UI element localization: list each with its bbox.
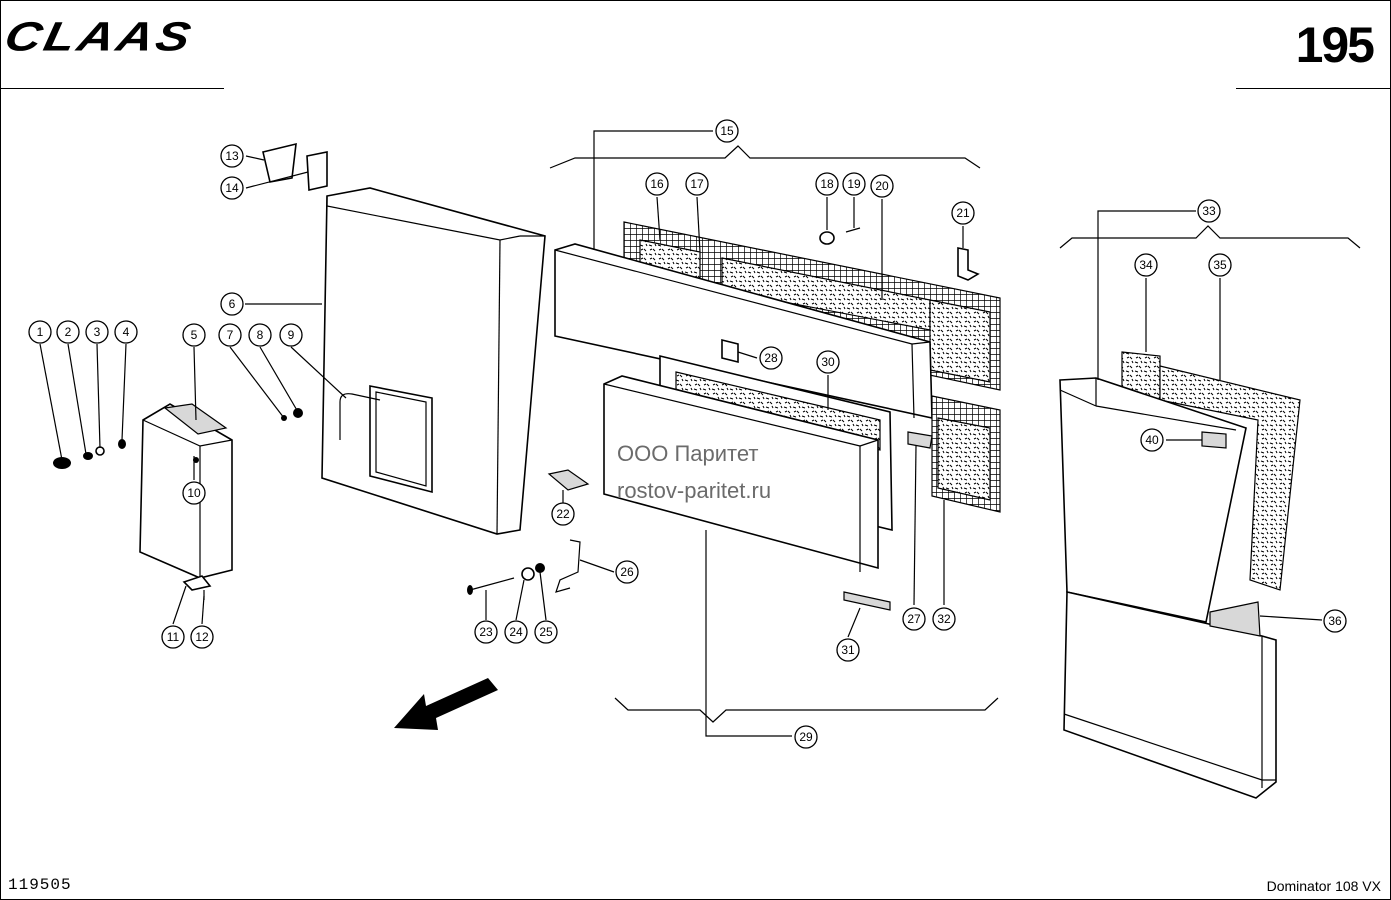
svg-text:4: 4 bbox=[123, 325, 130, 339]
svg-text:7: 7 bbox=[227, 328, 234, 342]
svg-text:31: 31 bbox=[841, 643, 855, 657]
leader-lines bbox=[39, 130, 1361, 737]
callout-24: 24 bbox=[504, 620, 528, 644]
callout-23: 23 bbox=[474, 620, 498, 644]
svg-text:15: 15 bbox=[720, 124, 734, 138]
callout-26: 26 bbox=[615, 560, 639, 584]
svg-text:28: 28 bbox=[764, 351, 778, 365]
callout-21: 21 bbox=[951, 201, 975, 225]
svg-text:10: 10 bbox=[187, 486, 201, 500]
callout-8: 8 bbox=[248, 323, 272, 347]
callout-9: 9 bbox=[279, 323, 303, 347]
svg-text:1: 1 bbox=[37, 325, 44, 339]
page-number-underline bbox=[1236, 88, 1391, 89]
callout-10: 10 bbox=[182, 481, 206, 505]
svg-text:3: 3 bbox=[94, 325, 101, 339]
svg-text:24: 24 bbox=[509, 625, 523, 639]
svg-text:30: 30 bbox=[821, 355, 835, 369]
callout-16: 16 bbox=[645, 172, 669, 196]
callout-31: 31 bbox=[836, 638, 860, 662]
callout-15: 15 bbox=[715, 119, 739, 143]
callout-6: 6 bbox=[220, 292, 244, 316]
logo-underline bbox=[0, 88, 224, 89]
svg-text:33: 33 bbox=[1202, 204, 1216, 218]
callout-40: 40 bbox=[1140, 428, 1164, 452]
callout-28: 28 bbox=[759, 346, 783, 370]
callout-18: 18 bbox=[815, 172, 839, 196]
svg-text:26: 26 bbox=[620, 565, 634, 579]
svg-text:16: 16 bbox=[650, 177, 664, 191]
model-name: Dominator 108 VX bbox=[1266, 878, 1381, 894]
callout-14: 14 bbox=[220, 176, 244, 200]
callout-5: 5 bbox=[182, 323, 206, 347]
svg-text:36: 36 bbox=[1328, 614, 1342, 628]
svg-text:18: 18 bbox=[820, 177, 834, 191]
lower-mesh-filter bbox=[931, 395, 1001, 513]
callout-29: 29 bbox=[794, 725, 818, 749]
callout-1: 1 bbox=[28, 320, 52, 344]
lower-front-panel bbox=[603, 375, 879, 572]
svg-text:11: 11 bbox=[167, 630, 180, 644]
svg-text:19: 19 bbox=[847, 177, 861, 191]
watermark-company: ООО Паритет bbox=[617, 441, 759, 466]
svg-text:29: 29 bbox=[799, 730, 813, 744]
svg-text:27: 27 bbox=[907, 612, 921, 626]
svg-text:23: 23 bbox=[479, 625, 493, 639]
svg-text:13: 13 bbox=[225, 149, 239, 163]
svg-text:14: 14 bbox=[225, 181, 239, 195]
callout-35: 35 bbox=[1208, 253, 1232, 277]
svg-text:2: 2 bbox=[65, 325, 72, 339]
bolt-and-washers bbox=[53, 439, 126, 469]
callout-34: 34 bbox=[1134, 253, 1158, 277]
direction-arrow bbox=[394, 678, 498, 730]
svg-text:22: 22 bbox=[556, 507, 570, 521]
large-side-panel bbox=[262, 142, 546, 535]
svg-text:34: 34 bbox=[1139, 258, 1153, 272]
callout-4: 4 bbox=[114, 320, 138, 344]
callout-12: 12 bbox=[190, 625, 214, 649]
callout-36: 36 bbox=[1323, 609, 1347, 633]
clip bbox=[182, 575, 212, 600]
callout-30: 30 bbox=[816, 350, 840, 374]
callout-11: 11 bbox=[161, 625, 185, 649]
svg-text:20: 20 bbox=[875, 179, 889, 193]
drawing-number: 119505 bbox=[8, 876, 72, 894]
callout-33: 33 bbox=[1197, 199, 1221, 223]
callout-25: 25 bbox=[534, 620, 558, 644]
callout-32: 32 bbox=[932, 607, 956, 631]
callout-27: 27 bbox=[902, 607, 926, 631]
svg-text:5: 5 bbox=[191, 328, 198, 342]
svg-text:12: 12 bbox=[195, 630, 209, 644]
svg-text:9: 9 bbox=[288, 328, 295, 342]
callout-19: 19 bbox=[842, 172, 866, 196]
svg-text:8: 8 bbox=[257, 328, 264, 342]
bolt-set bbox=[467, 539, 581, 595]
right-cover-assembly bbox=[1059, 351, 1301, 799]
callout-7: 7 bbox=[218, 323, 242, 347]
svg-text:35: 35 bbox=[1213, 258, 1227, 272]
svg-text:6: 6 bbox=[229, 297, 236, 311]
callout-13: 13 bbox=[220, 144, 244, 168]
callout-2: 2 bbox=[56, 320, 80, 344]
svg-text:40: 40 bbox=[1145, 433, 1159, 447]
svg-text:32: 32 bbox=[937, 612, 951, 626]
callout-20: 20 bbox=[870, 174, 894, 198]
svg-text:25: 25 bbox=[539, 625, 553, 639]
svg-text:17: 17 bbox=[690, 177, 704, 191]
svg-text:21: 21 bbox=[956, 206, 970, 220]
callout-3: 3 bbox=[85, 320, 109, 344]
page-number: 195 bbox=[1295, 17, 1375, 73]
watermark-site: rostov-paritet.ru bbox=[617, 478, 772, 503]
upper-front-panel bbox=[554, 243, 933, 419]
callout-17: 17 bbox=[685, 172, 709, 196]
callout-22: 22 bbox=[551, 502, 575, 526]
brackets bbox=[547, 227, 980, 611]
